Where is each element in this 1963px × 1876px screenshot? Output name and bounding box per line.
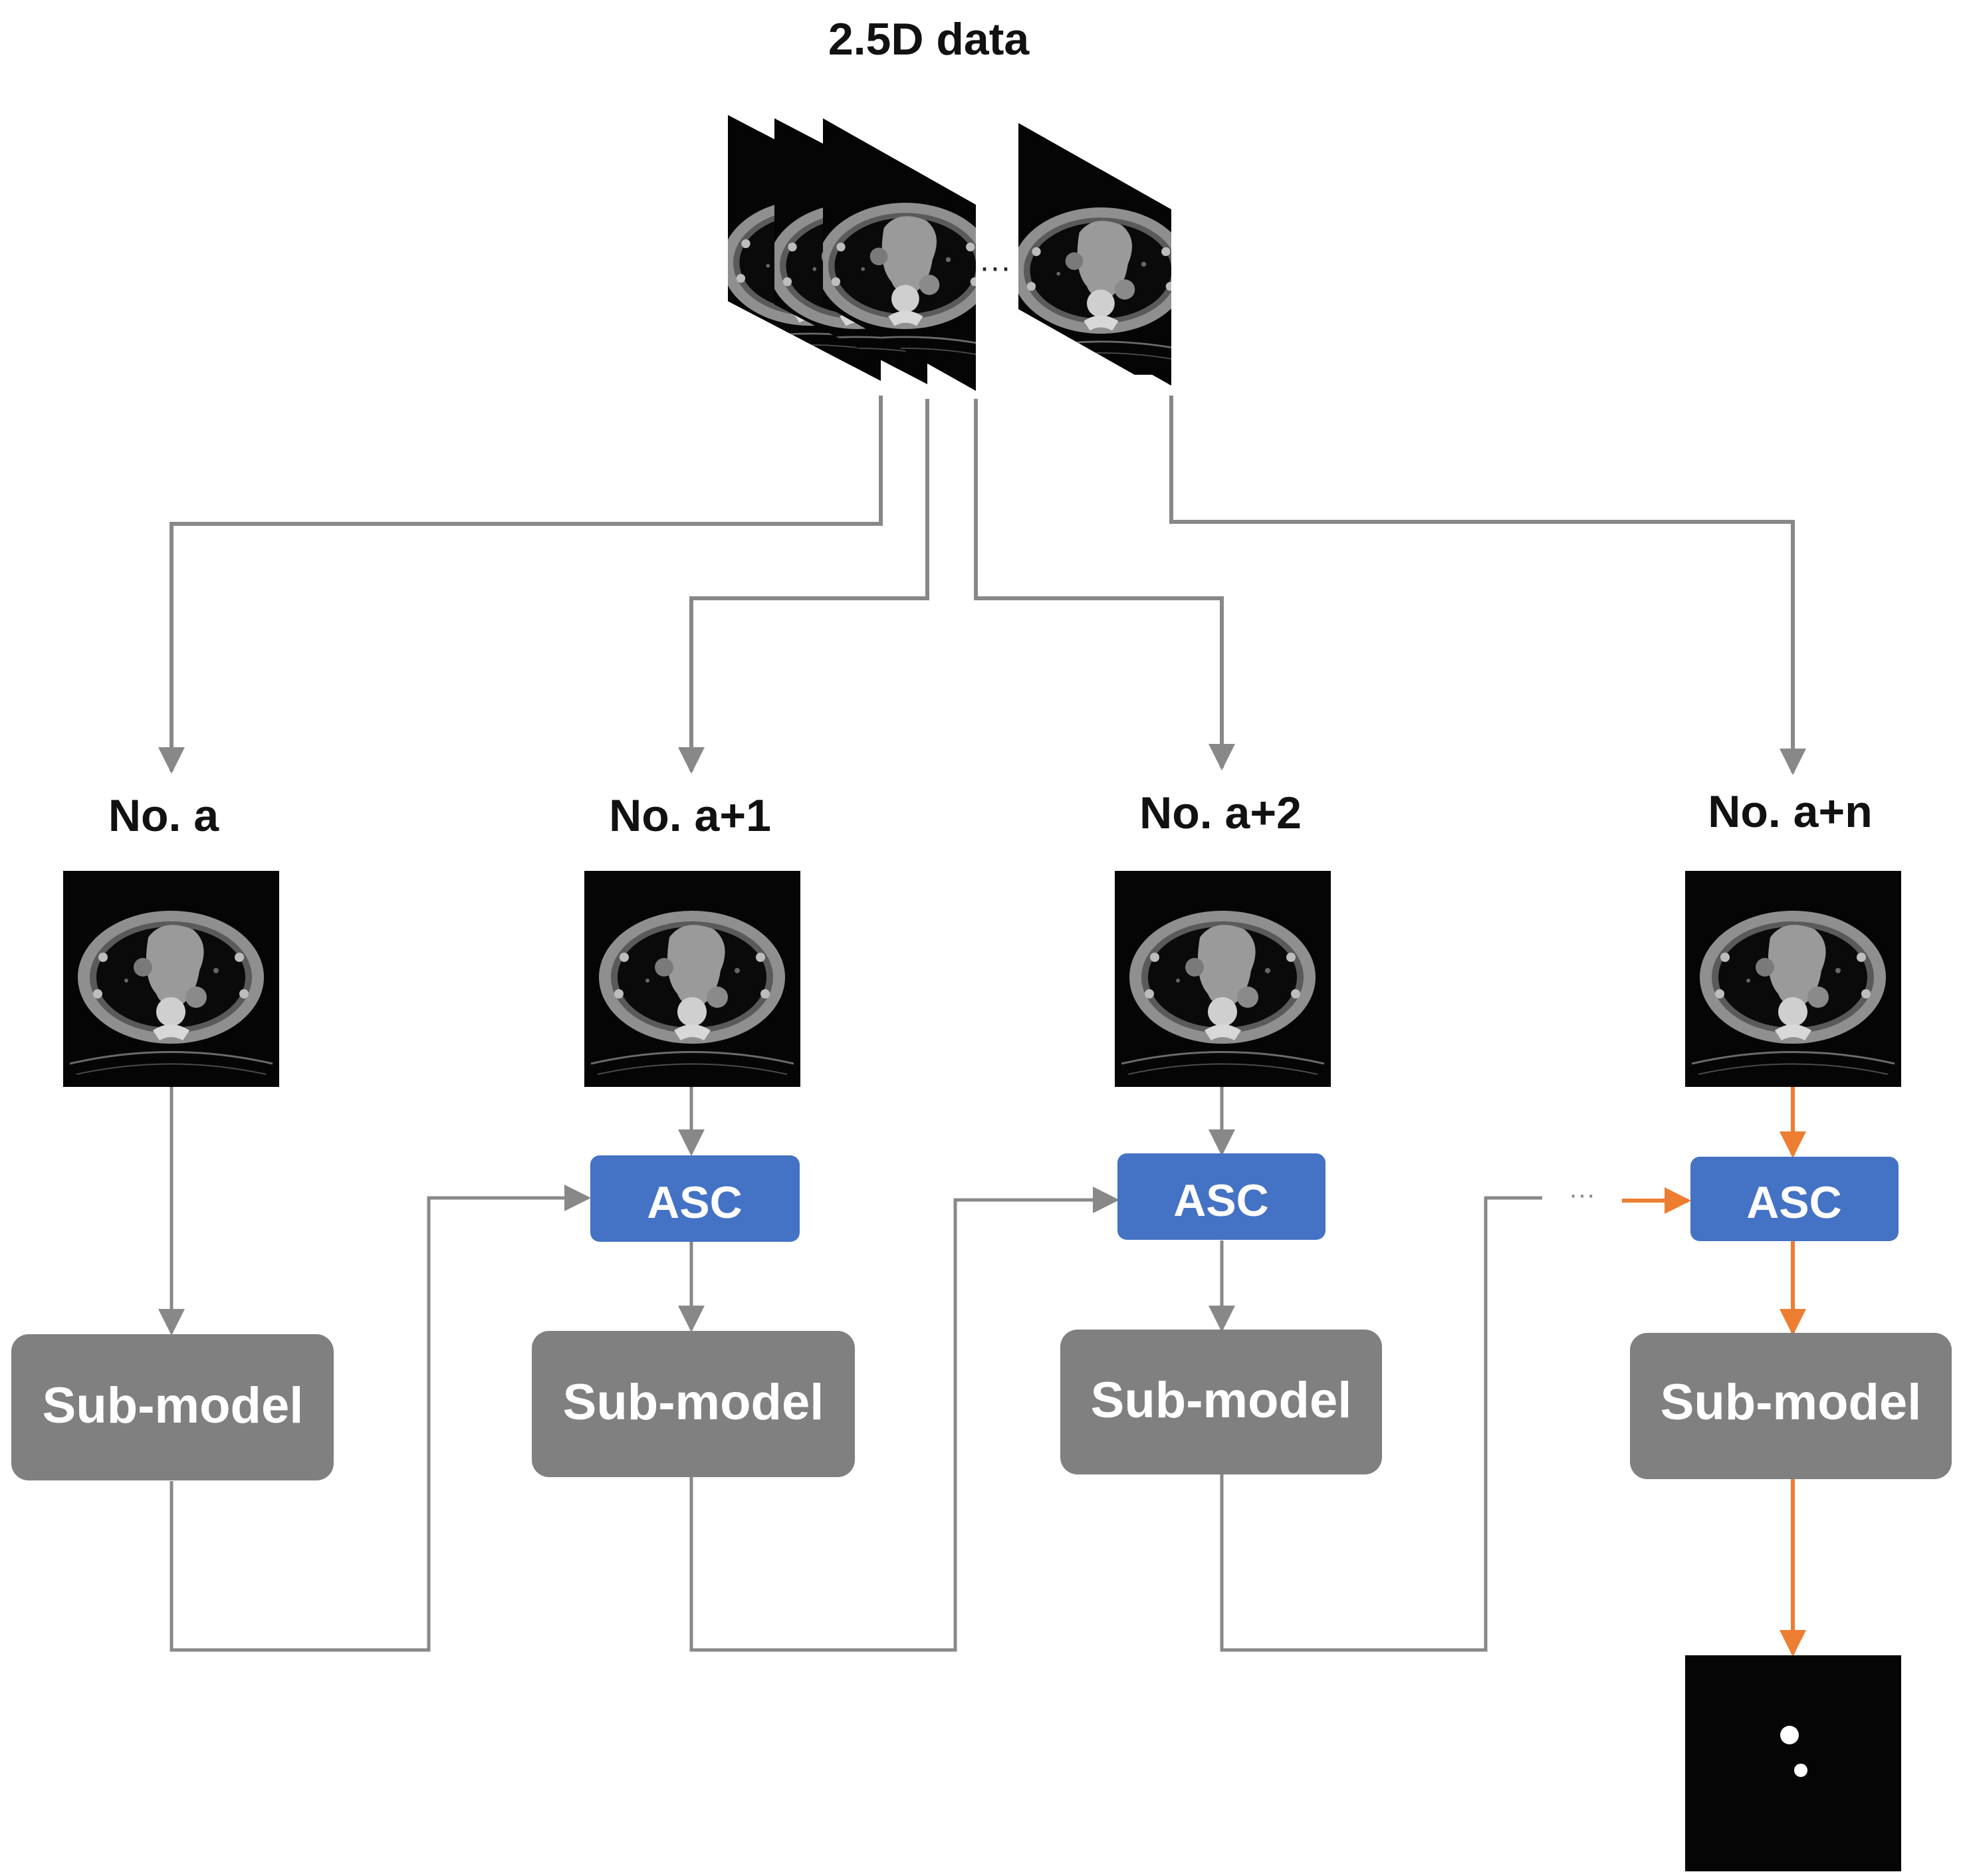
diagram-title: 2.5D data <box>828 14 1030 64</box>
feedback-a-to-asc-a1 <box>170 1185 591 1652</box>
connector-to-slice-an <box>1169 396 1806 775</box>
final-path-connectors <box>1622 1087 1806 1657</box>
chain-ellipsis: ··· <box>1569 1180 1595 1209</box>
mask-spot <box>1794 1764 1807 1777</box>
ct-image-a2 <box>1113 870 1332 1088</box>
ct-image-a1 <box>583 870 802 1088</box>
asc-label: ASC <box>1746 1177 1842 1228</box>
connector-to-slice-a <box>158 396 883 774</box>
submodel-label: Sub-model <box>1091 1372 1352 1429</box>
submodel-label: Sub-model <box>563 1374 824 1431</box>
connector-to-slice-a2 <box>974 399 1235 770</box>
distribution-connectors <box>158 396 1806 775</box>
ct-image-a <box>62 870 281 1088</box>
asc-block-an: ASC <box>1690 1157 1899 1241</box>
slice-label-a2: No. a+2 <box>1139 788 1302 838</box>
ct-image-an <box>1684 870 1903 1088</box>
feedback-a2-to-chain <box>1220 1196 1542 1652</box>
submodel-label: Sub-model <box>1661 1374 1922 1431</box>
slice-label-a: No. a <box>108 790 219 841</box>
submodel-label: Sub-model <box>43 1377 304 1434</box>
submodel-block-a2: Sub-model <box>1060 1330 1382 1474</box>
slice-label-a1: No. a+1 <box>609 790 771 841</box>
mask-spot <box>1780 1726 1799 1744</box>
feedback-connectors <box>170 1185 1542 1652</box>
stack-slice-3 <box>823 118 976 391</box>
slice-stack: ··· <box>728 115 1171 391</box>
stack-slice-last <box>1018 123 1171 386</box>
feedback-a1-to-asc-a2 <box>689 1187 1119 1652</box>
asc-label: ASC <box>1173 1175 1269 1226</box>
output-mask-image <box>1685 1655 1901 1871</box>
submodel-block-a1: Sub-model <box>532 1331 855 1477</box>
asc-block-a2: ASC <box>1117 1153 1326 1240</box>
connector-to-slice-a1 <box>678 399 929 774</box>
submodel-block-an: Sub-model <box>1630 1333 1952 1479</box>
asc-block-a1: ASC <box>590 1155 800 1242</box>
flow-connectors <box>158 1087 1235 1336</box>
stack-ellipsis: ··· <box>979 250 1011 285</box>
asc-label: ASC <box>647 1177 743 1228</box>
slice-label-an: No. a+n <box>1708 786 1873 837</box>
submodel-block-a: Sub-model <box>11 1334 334 1480</box>
